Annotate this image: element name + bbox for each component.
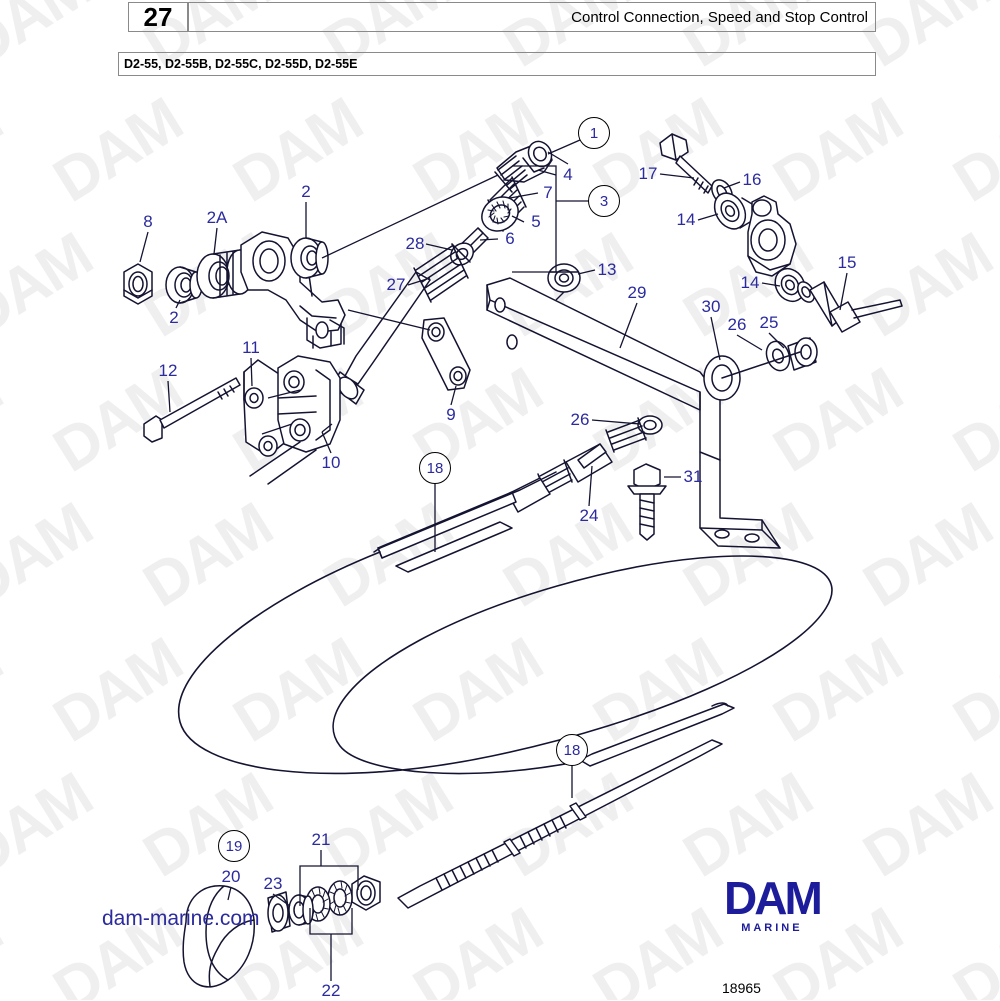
site-watermark-text: dam-marine.com <box>102 907 260 930</box>
callout-12: 12 <box>158 361 178 380</box>
callout-18-circled: 18 <box>419 452 451 484</box>
section-title-box <box>188 2 876 32</box>
callout-17: 17 <box>638 164 658 183</box>
part-29-mounting-bracket <box>486 277 781 549</box>
part-8-flange-nut <box>123 263 153 305</box>
section-number-box <box>128 2 188 32</box>
callout-4: 4 <box>563 165 573 184</box>
part-17-bolt <box>659 133 713 194</box>
part-25-26-30-pivot <box>721 337 818 379</box>
callout-16: 16 <box>742 170 762 189</box>
callout-23: 23 <box>263 874 283 893</box>
part-14-bushing-upper <box>713 192 753 230</box>
part-bracket-arm-left <box>240 231 346 349</box>
part-12-bolt <box>143 377 241 443</box>
callout-5: 5 <box>531 212 541 231</box>
figure-number: 18965 <box>722 980 761 996</box>
part-13-grommet <box>547 263 581 293</box>
callout-13: 13 <box>597 260 617 279</box>
callout-21: 21 <box>311 830 331 849</box>
callout-2: 2 <box>169 308 179 327</box>
callout-28: 28 <box>405 234 425 253</box>
part-9-link-plate <box>421 317 471 391</box>
part-20-control-knob <box>182 885 255 988</box>
callout-2A: 2A <box>206 208 228 227</box>
callout-3-circled: 3 <box>588 185 620 217</box>
callout-19-circled: 19 <box>218 830 250 862</box>
callout-26: 26 <box>570 410 590 429</box>
part-19-cable-loop <box>177 551 833 775</box>
part-26-washer-lower <box>637 415 663 435</box>
callout-1-circled: 1 <box>578 117 610 149</box>
callout-22: 22 <box>321 981 341 1000</box>
part-18-cable-threaded-lower <box>397 739 723 909</box>
callout-9: 9 <box>446 405 456 424</box>
part-18-cable-upper <box>373 471 557 553</box>
part-21-22-washer-stack <box>267 875 381 933</box>
part-1-rod-end <box>494 140 553 193</box>
model-list: D2-55, D2-55B, D2-55C, D2-55D, D2-55E <box>124 57 358 71</box>
part-18-cable-lower <box>395 521 735 767</box>
callout-6: 6 <box>505 229 515 248</box>
callout-7: 7 <box>543 183 553 202</box>
logo-wordmark: DAM <box>724 872 823 924</box>
part-lever-arm-right <box>747 195 797 277</box>
page-title: Control Connection, Speed and Stop Contr… <box>571 8 868 26</box>
callout-26: 26 <box>727 315 747 334</box>
part-11-clamp-plate <box>243 359 289 457</box>
part-31-flange-bolt <box>627 463 667 541</box>
part-2-bushing-a <box>165 266 203 304</box>
callout-24: 24 <box>579 506 599 525</box>
callout-14: 14 <box>676 210 696 229</box>
dam-marine-logo: DAM MARINE <box>724 872 823 934</box>
part-14-bushing-lower <box>774 267 815 303</box>
section-number: 27 <box>143 1 173 32</box>
callout-8: 8 <box>143 212 153 231</box>
callout-10: 10 <box>321 453 341 472</box>
callout-20: 20 <box>221 867 241 886</box>
callout-15: 15 <box>837 253 857 272</box>
callout-18-circled: 18 <box>556 734 588 766</box>
part-2-bushing-b <box>290 237 329 279</box>
callout-2: 2 <box>301 182 311 201</box>
part-2a-grooved-bushing <box>196 249 254 299</box>
callout-29: 29 <box>627 283 647 302</box>
model-list-box <box>118 52 876 76</box>
logo-subtitle: MARINE <box>741 922 803 934</box>
callout-25: 25 <box>759 313 779 332</box>
callout-30: 30 <box>701 297 721 316</box>
part-10-clamp-body <box>249 355 341 485</box>
callout-14: 14 <box>740 273 760 292</box>
callout-27: 27 <box>386 275 406 294</box>
part-24-cable-adjuster <box>377 417 647 559</box>
part-5-serrated-washer <box>481 196 519 232</box>
leader-lines <box>139 139 848 981</box>
callout-11: 11 <box>242 338 260 357</box>
callout-31: 31 <box>683 467 703 486</box>
part-15-cable-end <box>809 281 903 333</box>
